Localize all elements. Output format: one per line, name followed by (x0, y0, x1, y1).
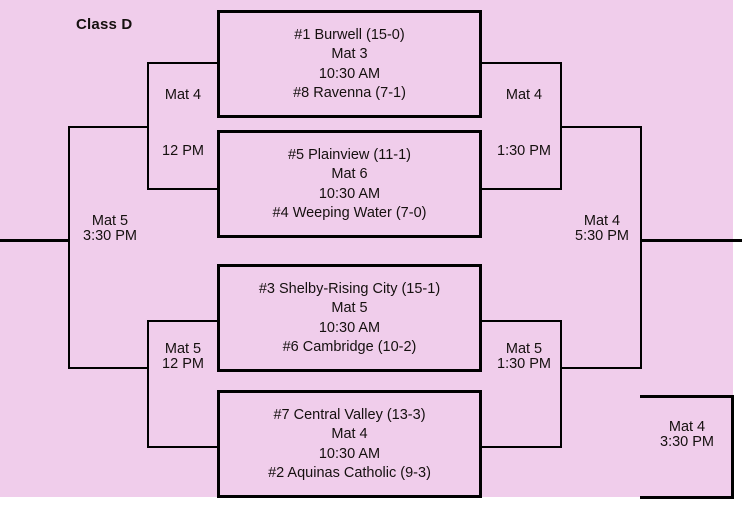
connector-lower-right-top (482, 320, 562, 322)
semifinal-right-spine (640, 126, 642, 368)
connector-lower-left-stub (68, 367, 149, 369)
match-4-bottom-team: #2 Aquinas Catholic (9-3) (268, 465, 431, 481)
connector-label-upper-left-time: 12 PM (162, 143, 204, 159)
match-1-time: 10:30 AM (318, 65, 381, 82)
match-3-mat: Mat 5 (331, 300, 368, 316)
connector-lower-right-stub (560, 367, 642, 369)
connector-lower-left-bottom (147, 446, 219, 448)
match-2-top-team: #5 Plainview (11-1) (287, 146, 412, 163)
connector-upper-right-stub (560, 126, 642, 128)
connector-label-lower-left-mat: Mat 5 (164, 341, 202, 357)
connector-upper-right-top (482, 62, 562, 64)
match-2-mat: Mat 6 (331, 166, 368, 182)
match-2-time: 10:30 AM (318, 185, 381, 202)
match-2-bottom-team: #4 Weeping Water (7-0) (272, 205, 427, 221)
connector-label-lower-left: Mat 5 12 PM (152, 341, 214, 373)
final-mat: Mat 4 (668, 419, 706, 435)
match-3-bottom-team: #6 Cambridge (10-2) (282, 339, 417, 355)
connector-lower-left-spine (147, 320, 149, 448)
semifinal-left-label: Mat 5 3:30 PM (72, 213, 148, 245)
semifinal-left-spine (68, 126, 70, 368)
connector-label-lower-right: Mat 5 1:30 PM (489, 341, 559, 373)
final-bracket-spine (731, 395, 734, 499)
semifinal-left-mat: Mat 5 (91, 213, 129, 229)
final-bracket-top (640, 395, 734, 398)
match-1-bottom-team: #8 Ravenna (7-1) (293, 85, 406, 101)
match-4-top-team: #7 Central Valley (13-3) (273, 406, 426, 423)
match-4-mat: Mat 4 (331, 426, 368, 442)
match-4-time: 10:30 AM (318, 445, 381, 462)
semifinal-right-mat: Mat 4 (583, 213, 621, 229)
final-bracket-label: Mat 4 3:30 PM (644, 419, 730, 451)
semifinal-right-label: Mat 4 5:30 PM (562, 213, 642, 245)
connector-lower-right-bottom (482, 446, 562, 448)
semifinal-left-time: 3:30 PM (83, 228, 137, 245)
match-1-top-team: #1 Burwell (15-0) (294, 26, 405, 43)
match-3-time: 10:30 AM (318, 319, 381, 336)
connector-label-upper-left-mat: Mat 4 (164, 87, 202, 103)
connector-label-upper-right-time: 1:30 PM (497, 143, 551, 159)
connector-label-upper-right-mat: Mat 4 (505, 87, 543, 103)
match-3-top-team: #3 Shelby-Rising City (15-1) (258, 280, 441, 297)
connector-upper-left-stub (68, 126, 149, 128)
match-box-1[interactable]: #1 Burwell (15-0) Mat 3 10:30 AM #8 Rave… (217, 10, 482, 118)
semifinal-right-stub (640, 239, 742, 242)
match-box-4[interactable]: #7 Central Valley (13-3) Mat 4 10:30 AM … (217, 390, 482, 498)
semifinal-right-time: 5:30 PM (575, 228, 629, 245)
connector-label-lower-right-time: 1:30 PM (497, 356, 551, 373)
final-time: 3:30 PM (660, 434, 714, 451)
match-1-mat: Mat 3 (331, 46, 368, 62)
final-bracket-bottom (640, 496, 734, 499)
match-box-2[interactable]: #5 Plainview (11-1) Mat 6 10:30 AM #4 We… (217, 130, 482, 238)
semifinal-left-stub (0, 239, 70, 242)
connector-lower-right-spine (560, 320, 562, 448)
connector-lower-left-top (147, 320, 219, 322)
connector-label-lower-left-time: 12 PM (162, 356, 204, 373)
connector-label-lower-right-mat: Mat 5 (505, 341, 543, 357)
connector-upper-left-top (147, 62, 219, 64)
match-box-3[interactable]: #3 Shelby-Rising City (15-1) Mat 5 10:30… (217, 264, 482, 372)
connector-upper-right-bottom (482, 188, 562, 190)
page-title: Class D (76, 16, 133, 33)
connector-upper-left-bottom (147, 188, 219, 190)
